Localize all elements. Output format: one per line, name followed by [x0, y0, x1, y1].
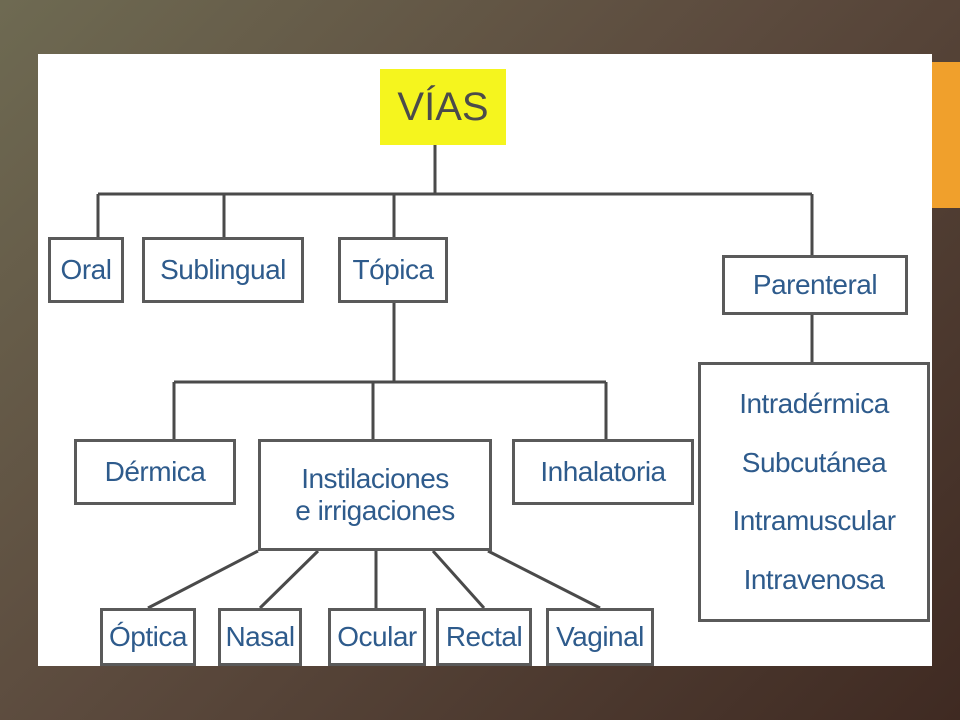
- list-item: Intramuscular: [732, 505, 896, 537]
- node-topica: Tópica: [338, 237, 448, 303]
- node-rectal: Rectal: [436, 608, 532, 666]
- list-item: Intradérmica: [739, 388, 889, 420]
- node-oral: Oral: [48, 237, 124, 303]
- node-nasal: Nasal: [218, 608, 302, 666]
- root-node-vias: VÍAS: [380, 69, 506, 145]
- list-item: Subcutánea: [741, 446, 887, 478]
- node-dermica: Dérmica: [74, 439, 236, 505]
- orange-accent-bar: [932, 62, 960, 208]
- node-sublingual: Sublingual: [142, 237, 304, 303]
- instilaciones-line-1: Instilaciones: [301, 462, 449, 494]
- node-ocular: Ocular: [328, 608, 426, 666]
- node-instilaciones: Instilaciones e irrigaciones: [258, 439, 492, 551]
- node-optica: Óptica: [100, 608, 196, 666]
- list-item: Intravenosa: [743, 563, 885, 595]
- diagram-panel: VÍAS Oral Sublingual Tópica Parenteral D…: [38, 54, 932, 666]
- node-parenteral: Parenteral: [722, 255, 908, 315]
- instilaciones-line-2: e irrigaciones: [295, 495, 455, 526]
- node-vaginal: Vaginal: [546, 608, 654, 666]
- node-parenteral-list: Intradérmica Subcutánea Intramuscular In…: [698, 362, 930, 622]
- node-inhalatoria: Inhalatoria: [512, 439, 694, 505]
- connector-lines: [96, 145, 814, 610]
